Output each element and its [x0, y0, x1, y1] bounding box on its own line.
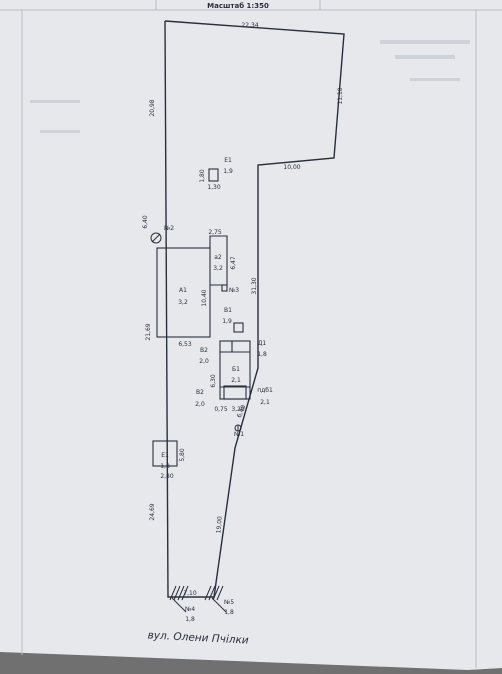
a2-height: 3,2 [213, 265, 223, 272]
marker-n5-value: 1,8 [224, 609, 234, 616]
d1-height: 1,8 [257, 351, 267, 358]
e1-top-dim-a: 1,80 [199, 169, 206, 183]
b1-height: 2,1 [231, 377, 241, 384]
b2-upper-name: В2 [200, 347, 208, 354]
dim-bottom: 7,10 [183, 590, 197, 597]
e1-top-name: Е1 [224, 157, 232, 164]
a2-name: а2 [214, 254, 222, 261]
b2-upper-height: 2,0 [199, 358, 209, 365]
pdb1-dim-b: 3,20 [231, 406, 245, 413]
pdb1-height: 2,1 [260, 399, 270, 406]
building-labels: Е1 1,9 1,80 1,30 А1 3,2 10,40 6,53 а2 3,… [160, 157, 273, 480]
marker-n4-value: 1,8 [185, 616, 195, 623]
dim-left-4: 24,69 [149, 503, 156, 520]
e1-top-height: 1,9 [223, 168, 233, 175]
e1-bottom-name: Е1 [161, 452, 169, 459]
a1-dim-b: 6,53 [178, 341, 192, 348]
b1-dim-a: 6,30 [210, 374, 217, 388]
marker-n3-box [221, 284, 228, 292]
b1-name: Б1 [232, 366, 240, 373]
building-a1-outline [156, 247, 211, 338]
v1-height: 1,9 [222, 318, 232, 325]
b2-lower-name: В2 [196, 389, 204, 396]
dim-left-1: 20,98 [149, 99, 156, 116]
d1-name: Д1 [258, 340, 267, 347]
e1-bottom-height: 1,8 [160, 463, 170, 470]
dim-diagonal: 6,40 [236, 404, 248, 419]
marker-n2-label: №2 [164, 225, 174, 232]
marker-n5-label: №5 [224, 599, 234, 606]
building-e1-bottom-outline [152, 440, 178, 467]
dim-left-3: 21,69 [145, 323, 152, 340]
v1-name: В1 [224, 307, 232, 314]
bleed-through-marks [30, 40, 470, 133]
gate-labels: №4 1,8 №5 1,8 [185, 599, 234, 623]
a2-dim-b: 6,47 [230, 256, 237, 270]
boundary-dimension-labels: 22,34 11,10 10,00 31,30 6,40 19,00 7,10 … [142, 22, 344, 597]
building-v1-outline [233, 322, 244, 333]
marker-n1-label: №1 [234, 431, 244, 438]
marker-n4-label: №4 [185, 606, 195, 613]
building-e1-top-outline [208, 168, 219, 182]
marker-n3-label: №3 [229, 287, 239, 294]
scale-label: Масштаб 1:350 [207, 2, 269, 10]
pdb1-dim-a: 0,75 [214, 406, 228, 413]
e1-top-dim-b: 1,30 [207, 184, 221, 191]
building-pdb1-outline [223, 385, 247, 400]
dim-top: 22,34 [241, 22, 258, 29]
a1-height: 3,2 [178, 299, 188, 306]
markers: №2 №3 №1 [150, 225, 244, 438]
buildings [152, 168, 251, 467]
a1-dim-a: 10,40 [201, 289, 208, 306]
dim-step: 10,00 [283, 164, 300, 171]
dim-right-upper: 11,10 [337, 87, 344, 104]
a1-name: А1 [179, 287, 187, 294]
b2-lower-height: 2,0 [195, 401, 205, 408]
gate-hatching [169, 585, 227, 613]
a2-dim-a: 2,75 [208, 229, 222, 236]
e1-bottom-dim-b: 2,80 [160, 473, 174, 480]
dim-right-middle: 31,30 [251, 277, 258, 294]
street-label: вул. Олени Пчілки [147, 629, 249, 646]
pdb1-name: пдб1 [257, 387, 273, 394]
dim-left-2: 6,40 [142, 215, 149, 229]
marker-n2-symbol [150, 232, 162, 244]
dim-right-lower: 19,00 [215, 516, 223, 534]
e1-bottom-dim-a: 5,80 [179, 448, 186, 462]
